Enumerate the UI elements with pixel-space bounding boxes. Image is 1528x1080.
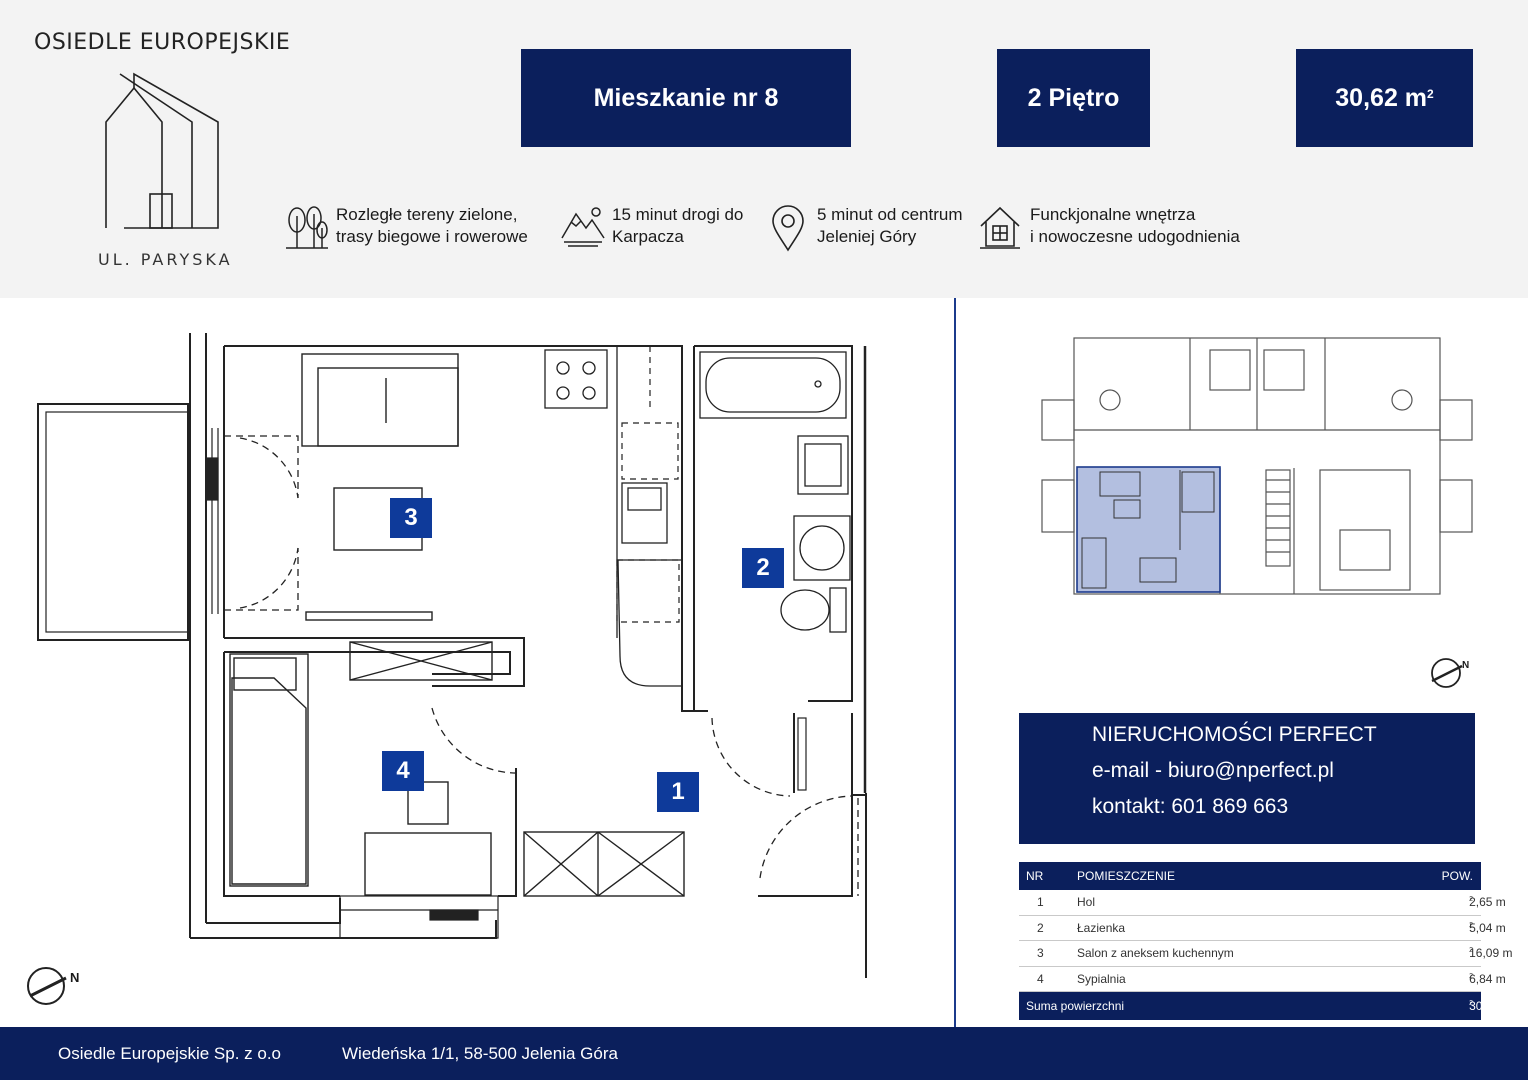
row-nr: 4 <box>1037 971 1044 986</box>
footer: Osiedle Europejskie Sp. z o.o Wiedeńska … <box>0 1027 1528 1080</box>
vertical-divider <box>954 298 956 1028</box>
row-area: 6,84 m <box>1469 971 1506 986</box>
area-value: 30,62 m <box>1335 83 1428 112</box>
house-logo-icon <box>105 72 219 229</box>
compass-north-label: N <box>70 970 80 985</box>
room-marker-bedroom: 4 <box>382 751 424 791</box>
row-area-sup: 2 <box>1469 947 1473 955</box>
location-pin-icon <box>772 205 804 252</box>
row-area-sup: 2 <box>1469 972 1473 980</box>
building-key-plan <box>1041 337 1473 595</box>
feature-green-line2: trasy biegowe i rowerowe <box>336 227 528 246</box>
trees-icon <box>286 206 328 249</box>
feature-center-line2: Jeleniej Góry <box>817 227 917 246</box>
feature-green-line1: Rozległe tereny zielone, <box>336 205 518 224</box>
feature-karpacz-line2: Karpacza <box>612 227 684 246</box>
room-marker-living-room: 3 <box>390 498 432 538</box>
contact-box: NIERUCHOMOŚCI PERFECT e-mail - biuro@npe… <box>1019 713 1475 844</box>
feature-karpacz-line1: 15 minut drogi do <box>612 205 744 224</box>
feature-center-line1: 5 minut od centrum <box>817 205 963 224</box>
room-marker-hall: 1 <box>657 772 699 812</box>
contact-phone[interactable]: kontakt: 601 869 663 <box>1092 795 1289 818</box>
compass-small-north-label: N <box>1462 660 1470 671</box>
logo-subtitle: UL. PARYSKA <box>98 250 233 269</box>
table-header: NR POMIESZCZENIE POW. <box>1019 862 1481 890</box>
footer-company: Osiedle Europejskie Sp. z o.o <box>58 1044 282 1063</box>
compass-icon <box>27 967 67 1005</box>
row-area-sup: 2 <box>1469 921 1473 929</box>
feature-interiors-line1: Funckjonalne wnętrza <box>1030 205 1196 224</box>
feature-green-areas: Rozległe tereny zielone, trasy biegowe i… <box>284 204 528 252</box>
row-room: Salon z aneksem kuchennym <box>1077 946 1234 961</box>
row-nr: 3 <box>1037 946 1044 961</box>
area-unit-sup: 2 <box>1427 87 1434 101</box>
row-area: 16,09 m <box>1469 946 1513 961</box>
total-label: Suma powierzchni <box>1026 999 1125 1013</box>
header-room: POMIESZCZENIE <box>1077 869 1176 883</box>
row-room: Hol <box>1077 895 1096 910</box>
key-plan-compass: N <box>1426 656 1476 695</box>
footer-address: Wiedeńska 1/1, 58-500 Jelenia Góra <box>342 1044 618 1063</box>
contact-company: NIERUCHOMOŚCI PERFECT <box>1092 723 1377 746</box>
row-room: Łazienka <box>1077 920 1126 935</box>
floor-plan <box>37 333 867 978</box>
room-marker-bathroom: 2 <box>742 548 784 588</box>
total-value: 30,62 m <box>1469 999 1513 1013</box>
total-value-sup: 2 <box>1469 1000 1473 1007</box>
feature-interiors-line2: i nowoczesne udogodnienia <box>1030 227 1240 246</box>
feature-city-center: 5 minut od centrum Jeleniej Góry <box>765 204 963 252</box>
mountains-icon <box>561 207 605 247</box>
row-area: 2,65 m <box>1469 895 1506 910</box>
row-nr: 2 <box>1037 920 1044 935</box>
contact-email[interactable]: e-mail - biuro@nperfect.pl <box>1092 759 1334 782</box>
feature-karpacz: 15 minut drogi do Karpacza <box>560 204 743 252</box>
apartment-badge: Mieszkanie nr 8 <box>521 49 851 147</box>
header-nr: NR <box>1026 869 1044 883</box>
row-area-sup: 2 <box>1469 896 1473 904</box>
row-area: 5,04 m <box>1469 920 1506 935</box>
highlighted-apartment <box>1076 466 1221 593</box>
north-compass: N <box>26 966 86 1013</box>
logo-title: OSIEDLE EUROPEJSKIE <box>34 30 291 55</box>
header: OSIEDLE EUROPEJSKIE UL. PARYSKA Mieszkan… <box>0 0 1528 298</box>
row-nr: 1 <box>1037 895 1044 910</box>
compass-small-icon <box>1431 658 1463 688</box>
header-area: POW. <box>1441 869 1473 883</box>
row-room: Sypialnia <box>1077 971 1126 986</box>
feature-interiors: Funckjonalne wnętrza i nowoczesne udogod… <box>978 204 1240 252</box>
floor-label: 2 Piętro <box>1027 83 1120 112</box>
house-icon <box>980 206 1020 249</box>
floor-badge: 2 Piętro <box>997 49 1150 147</box>
apartment-number: Mieszkanie nr 8 <box>593 83 779 112</box>
